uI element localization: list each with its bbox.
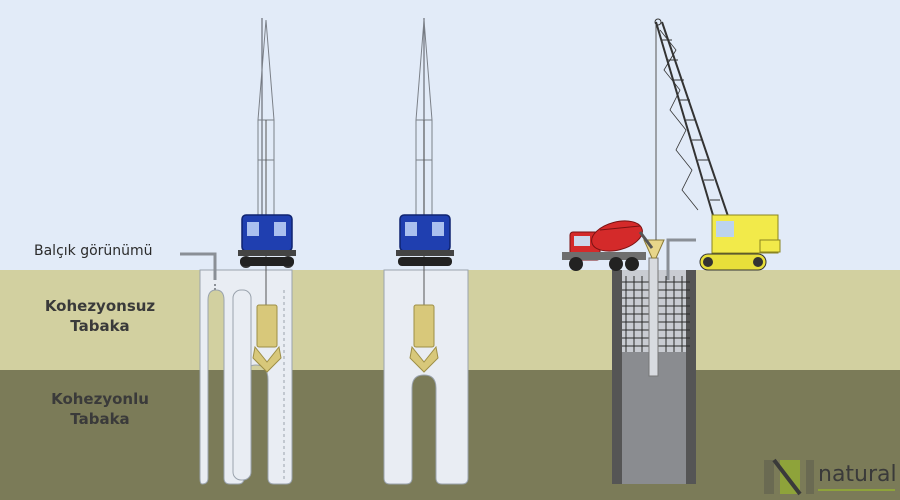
trench-2 [383,269,469,485]
slurry-view-label: Balçık görünümü [34,243,153,259]
slurry-return-pipe [666,238,696,280]
mixer-truck-icon [562,220,654,271]
grab-bucket-icon [409,304,439,373]
cohesive-layer-label: Kohezyonlu Tabaka [10,389,190,429]
cohesionless-layer-label: Kohezyonsuz Tabaka [10,296,190,336]
drilling-rig-icon [238,18,296,305]
cohesionless-layer-label-line2: Tabaka [70,317,130,335]
crawler-crane-icon [654,18,781,271]
natural-logo-icon [764,458,895,496]
cohesionless-layer-label-line1: Kohezyonsuz [44,297,156,315]
cohesive-layer-label-line2: Tabaka [70,410,130,428]
drilling-rig-icon [396,18,454,305]
grab-bucket-icon [252,304,282,373]
brand-logo-text: natural [818,462,897,487]
cohesive-layer-label-line1: Kohezyonlu [51,390,149,408]
slurry-pointer [180,252,217,280]
